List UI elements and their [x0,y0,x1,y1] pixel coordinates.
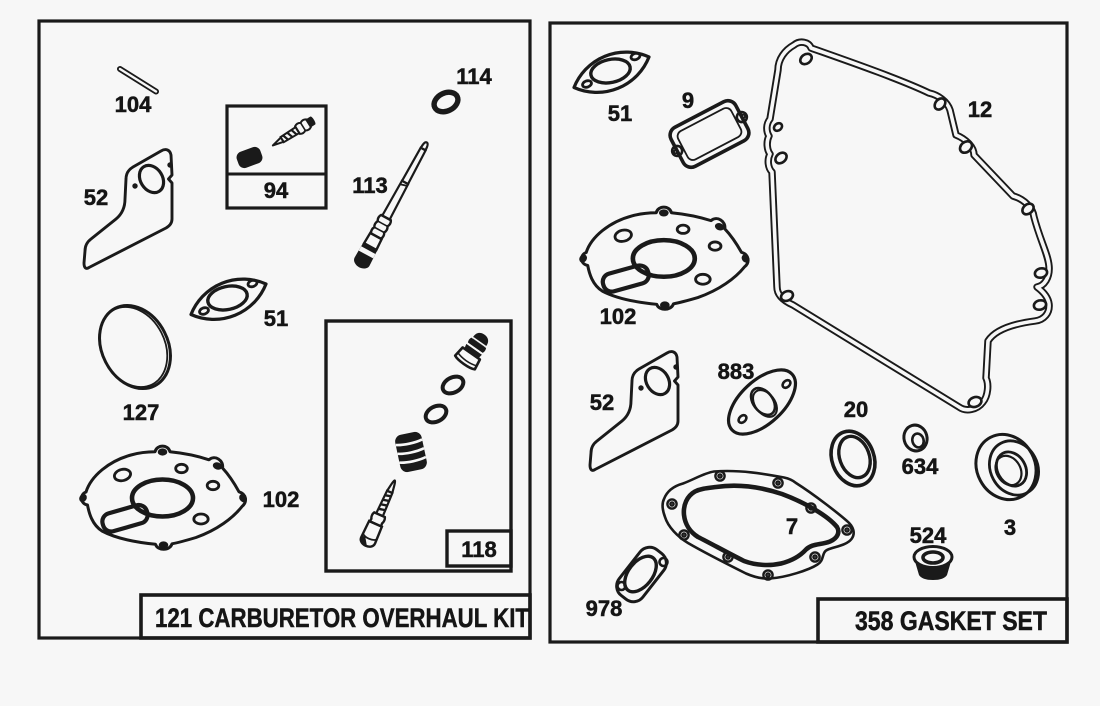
svg-text:634: 634 [902,454,939,479]
svg-text:978: 978 [586,596,623,621]
svg-text:114: 114 [456,64,492,89]
svg-text:127: 127 [123,400,160,425]
svg-text:113: 113 [352,173,388,198]
svg-text:12: 12 [968,97,992,122]
svg-text:358 GASKET SET: 358 GASKET SET [855,606,1047,636]
svg-text:102: 102 [600,304,637,329]
svg-text:52: 52 [84,185,108,210]
svg-text:52: 52 [590,390,614,415]
svg-text:118: 118 [461,537,497,562]
svg-text:20: 20 [844,397,868,422]
svg-text:51: 51 [608,101,632,126]
svg-text:94: 94 [264,178,289,203]
svg-text:102: 102 [263,487,300,512]
svg-text:51: 51 [264,306,288,331]
svg-text:9: 9 [682,88,694,113]
svg-text:121 CARBURETOR OVERHAUL KIT: 121 CARBURETOR OVERHAUL KIT [155,603,529,633]
svg-text:524: 524 [910,523,947,548]
svg-text:104: 104 [115,92,152,117]
svg-text:883: 883 [718,359,755,384]
svg-text:7: 7 [786,514,798,539]
svg-text:3: 3 [1004,515,1016,540]
